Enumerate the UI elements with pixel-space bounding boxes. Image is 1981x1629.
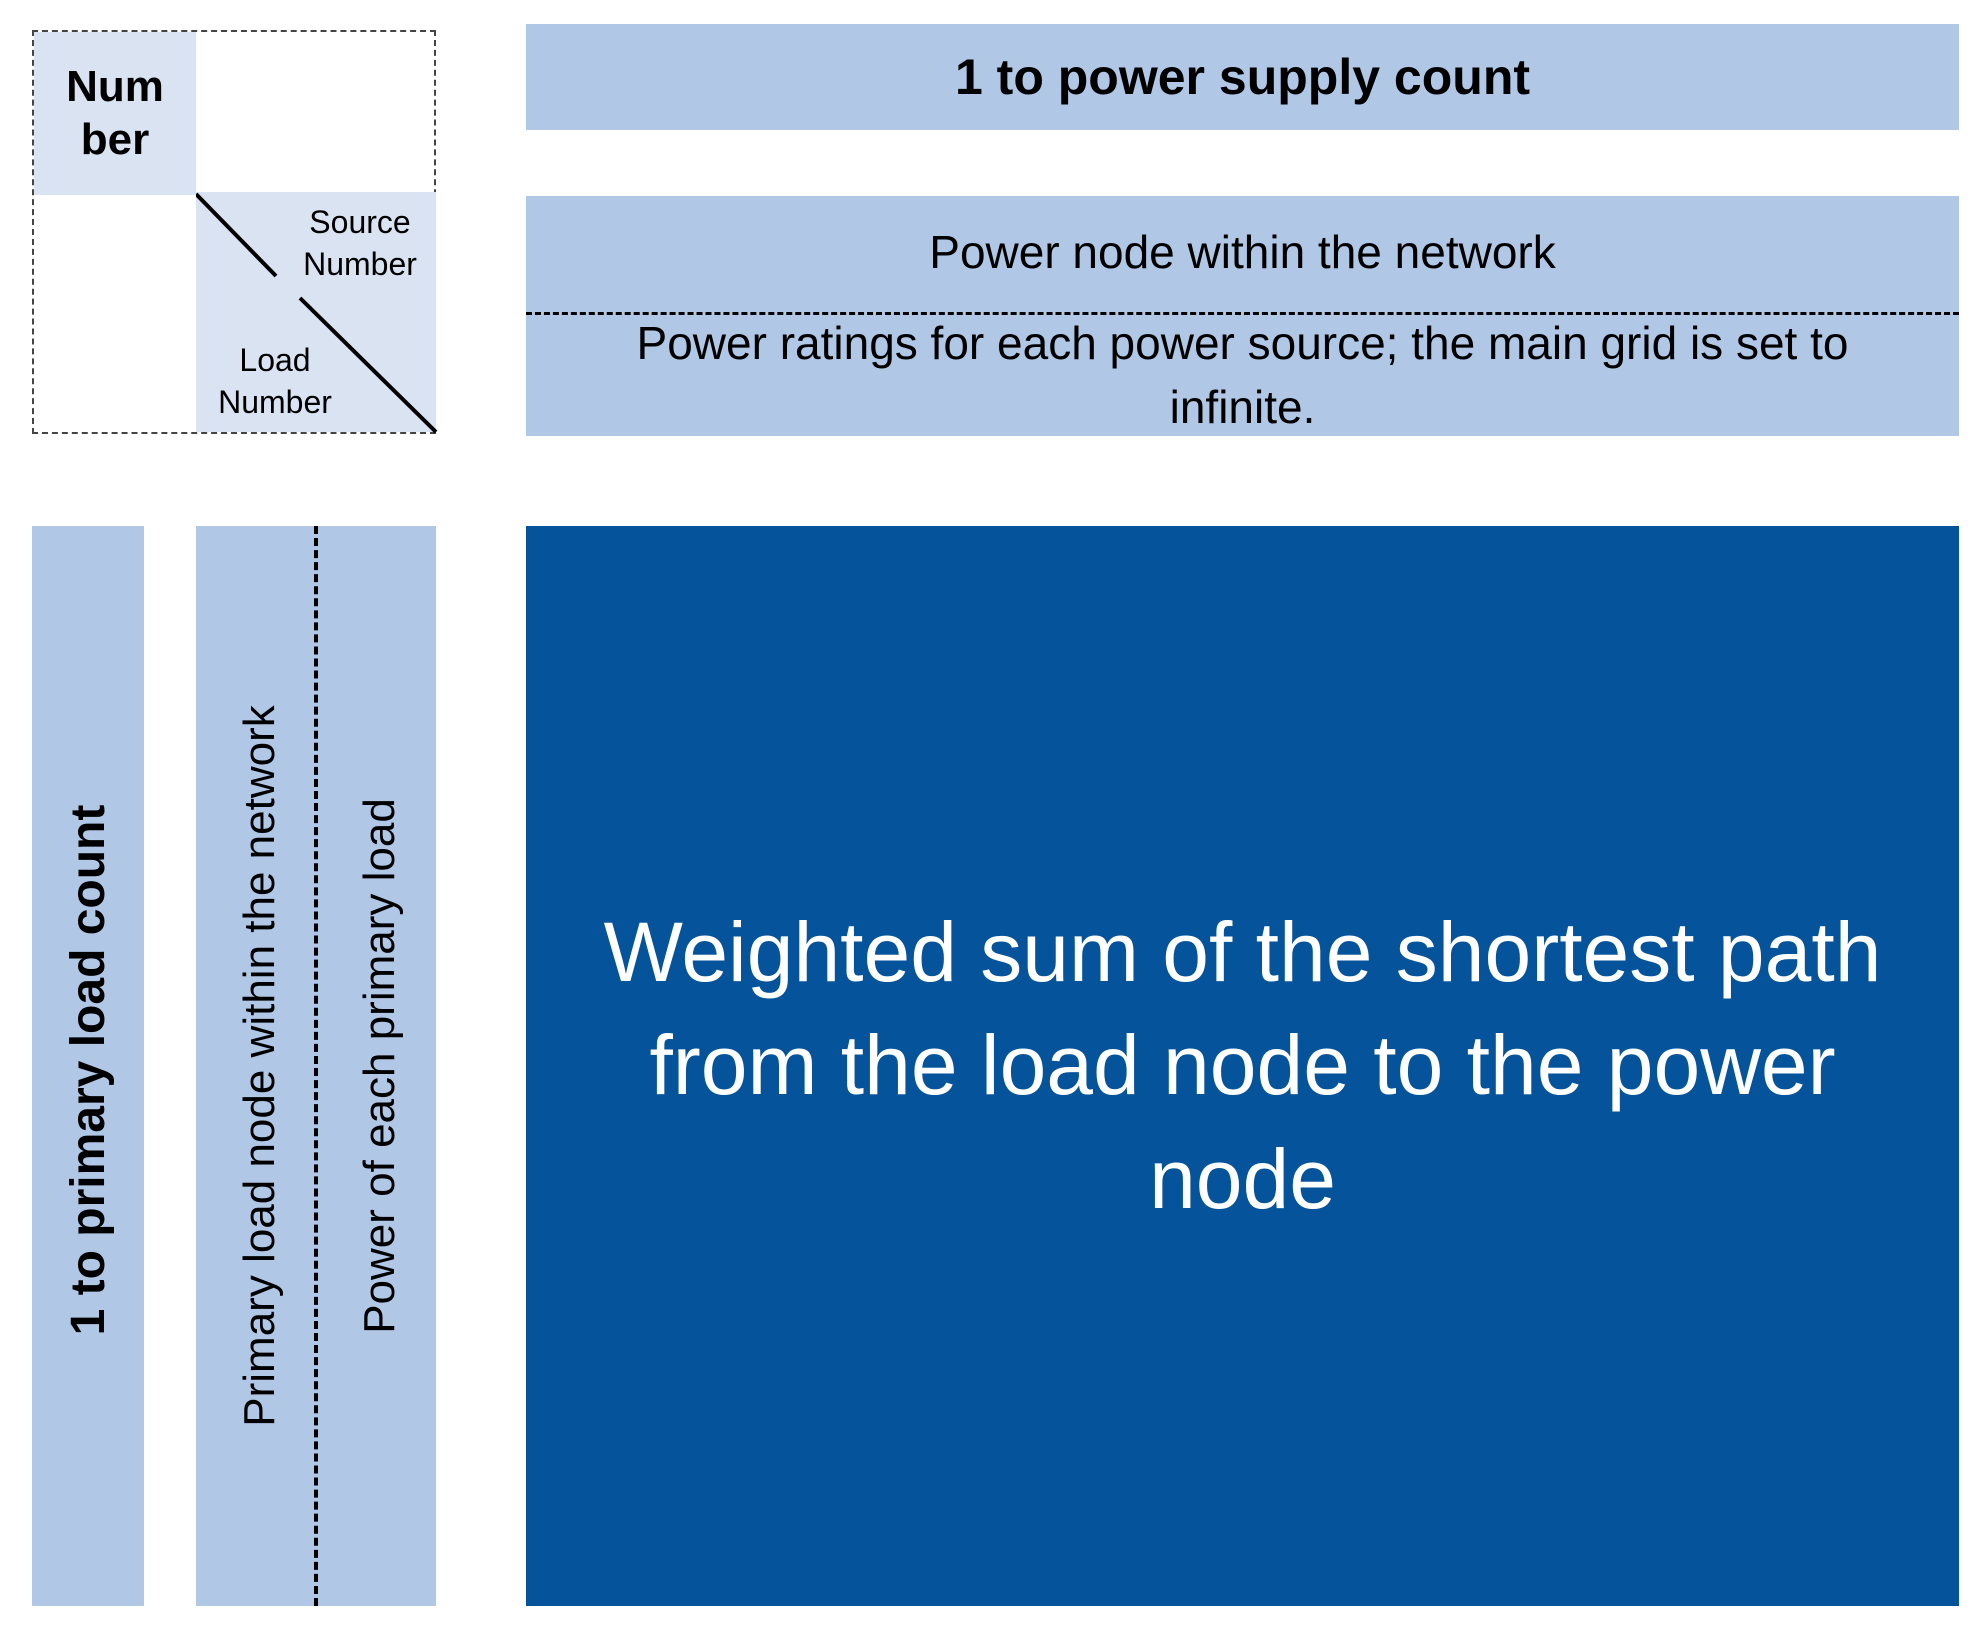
shortest-path-matrix: Weighted sum of the shortest path from t…: [526, 526, 1959, 1606]
power-ratings-row: Power ratings for each power source; the…: [636, 316, 1849, 433]
power-node-row: Power node within the network: [929, 226, 1556, 278]
number-header-cell: Num ber: [34, 32, 196, 195]
load-number-label: Load Number: [218, 342, 332, 420]
primary-load-count-column: [32, 526, 144, 1606]
column-dashed-divider: [314, 526, 318, 1606]
diagonal-divider: [196, 192, 438, 434]
primary-load-count-label: 1 to primary load count: [61, 804, 115, 1336]
row-dashed-divider: [526, 312, 1959, 315]
primary-load-power-label: Power of each primary load: [355, 798, 404, 1334]
source-number-label: Source Number: [303, 204, 417, 282]
power-supply-count-header: 1 to power supply count: [526, 24, 1959, 130]
power-source-rows: [526, 196, 1959, 436]
primary-load-node-label: Primary load node within the network: [235, 705, 284, 1427]
